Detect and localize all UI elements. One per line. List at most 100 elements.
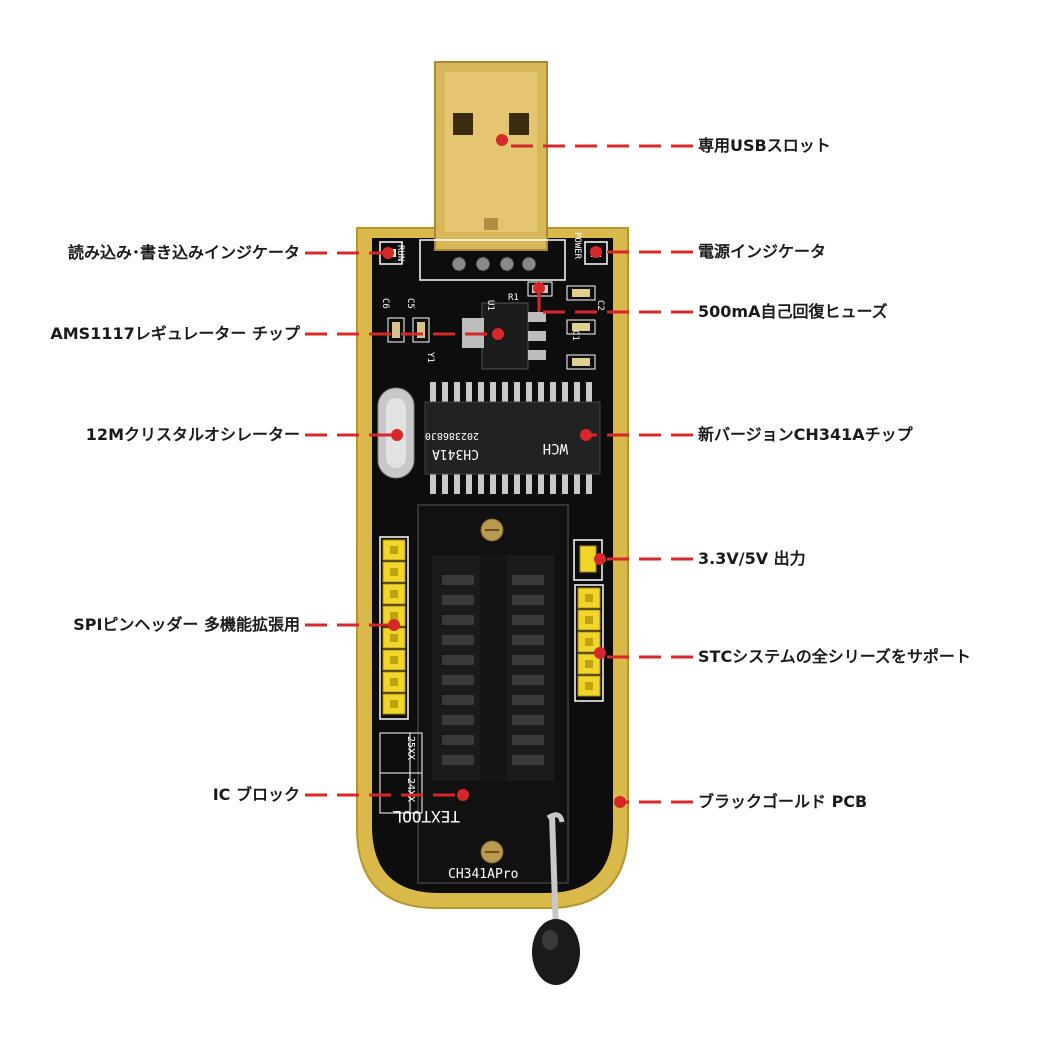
zif-slot-right: [512, 715, 544, 725]
chip-pin-top: [490, 382, 496, 404]
header-pin-hole: [390, 546, 398, 554]
usb-window-left: [453, 113, 473, 135]
zif-slot-left: [442, 635, 474, 645]
label-usb-slot: 専用USBスロット: [698, 136, 831, 155]
chip-pin-top: [466, 382, 472, 404]
label-fuse: 500mA自己回復ヒューズ: [698, 302, 888, 321]
label-power-indicator: 電源インジケータ: [698, 242, 827, 261]
header-pin-hole: [390, 700, 398, 708]
chip-pin-bottom: [550, 472, 556, 494]
leader-dot: [594, 647, 606, 659]
header-pin-hole: [585, 638, 593, 646]
chip-pin-top: [454, 382, 460, 404]
silk-run: RUN: [395, 245, 405, 261]
silk-25xx: 25XX: [405, 736, 416, 760]
zif-slot-right: [512, 635, 544, 645]
header-pin-hole: [585, 594, 593, 602]
silk-c2: C2: [595, 300, 605, 311]
chip-pin-top: [502, 382, 508, 404]
zif-slot-right: [512, 595, 544, 605]
regulator-chip: [481, 302, 529, 370]
chip-pin-bottom: [574, 472, 580, 494]
leader-dot: [391, 429, 403, 441]
zif-slot-left: [442, 655, 474, 665]
stc-header-right: [574, 584, 604, 702]
leader-dot: [533, 282, 545, 294]
chip-pin-bottom: [430, 472, 436, 494]
silk-y1: Y1: [425, 352, 435, 363]
usb-footprint: [419, 239, 566, 281]
zif-slots: [442, 575, 544, 765]
usb-tab: [484, 218, 498, 230]
silk-socket-brand: TEXTOOL: [393, 807, 460, 826]
chip-pin-bottom: [466, 472, 472, 494]
silk-model-name: CH341APro: [448, 867, 518, 882]
silk-c6: C6: [380, 298, 390, 309]
chip-pin-top: [478, 382, 484, 404]
header-outline: [574, 584, 604, 702]
silk-r1: R1: [508, 293, 519, 303]
chip-pin-top: [574, 382, 580, 404]
zif-slot-right: [512, 755, 544, 765]
cap-c2: [566, 285, 596, 301]
leader-dot: [590, 246, 602, 258]
ch341a-chip: [424, 401, 601, 475]
leader-dot: [594, 553, 606, 565]
zif-slot-left: [442, 675, 474, 685]
zif-slot-left: [442, 615, 474, 625]
chip-pin-bottom: [490, 472, 496, 494]
label-stc-support: STCシステムの全シリーズをサポート: [698, 647, 971, 666]
chip-pin-bottom: [514, 472, 520, 494]
chip-pin-bottom: [538, 472, 544, 494]
label-ic-block: IC ブロック: [212, 785, 300, 804]
usb-plug-inner: [445, 72, 537, 232]
label-ch341a: 新バージョンCH341Aチップ: [698, 425, 913, 444]
zif-lever: [549, 814, 559, 933]
leader-dot: [388, 619, 400, 631]
zif-slot-right: [512, 575, 544, 585]
chip-pin-bottom: [562, 472, 568, 494]
chip-pin-top: [514, 382, 520, 404]
zif-slot-right: [512, 615, 544, 625]
label-pcb: ブラックゴールド PCB: [698, 792, 868, 811]
leader-dot: [457, 789, 469, 801]
silk-c1: C1: [570, 330, 580, 341]
chip-pin-bottom: [502, 472, 508, 494]
label-spi-header: SPIピンヘッダー 多機能拡張用: [73, 615, 300, 634]
zif-slot-left: [442, 695, 474, 705]
header-pin-hole: [390, 678, 398, 686]
header-pin-hole: [585, 660, 593, 668]
small-capacitors: [387, 317, 430, 343]
usb-pins: [451, 256, 537, 272]
label-voltage-output: 3.3V/5V 出力: [698, 549, 806, 568]
chip-pin-top: [550, 382, 556, 404]
chip-pin-top: [526, 382, 532, 404]
chip-pin-bottom: [586, 472, 592, 494]
leader-dot: [492, 328, 504, 340]
zif-slot-left: [442, 735, 474, 745]
chip-pin-top: [562, 382, 568, 404]
zif-slot-right: [512, 695, 544, 705]
silk-c5: C5: [405, 298, 415, 309]
leader-dot: [382, 247, 394, 259]
header-pin-hole: [390, 568, 398, 576]
chip-pin-top: [430, 382, 436, 404]
lever-knob: [532, 919, 580, 985]
silk-24xx: 24XX: [405, 778, 416, 802]
zif-slot-left: [442, 715, 474, 725]
zif-slot-left: [442, 755, 474, 765]
chip-pin-bottom: [526, 472, 532, 494]
leader-lines: [305, 134, 693, 808]
header-pin-hole: [390, 612, 398, 620]
ch341a-pins: [430, 382, 592, 494]
chip-pin-top: [538, 382, 544, 404]
header-pin-hole: [585, 682, 593, 690]
leader-dot: [614, 796, 626, 808]
header-pin-hole: [390, 634, 398, 642]
header-pin-hole: [390, 656, 398, 664]
label-rw-indicator: 読み込み･書き込みインジケータ: [67, 243, 300, 262]
header-pin-hole: [390, 590, 398, 598]
chip-pin-bottom: [442, 472, 448, 494]
